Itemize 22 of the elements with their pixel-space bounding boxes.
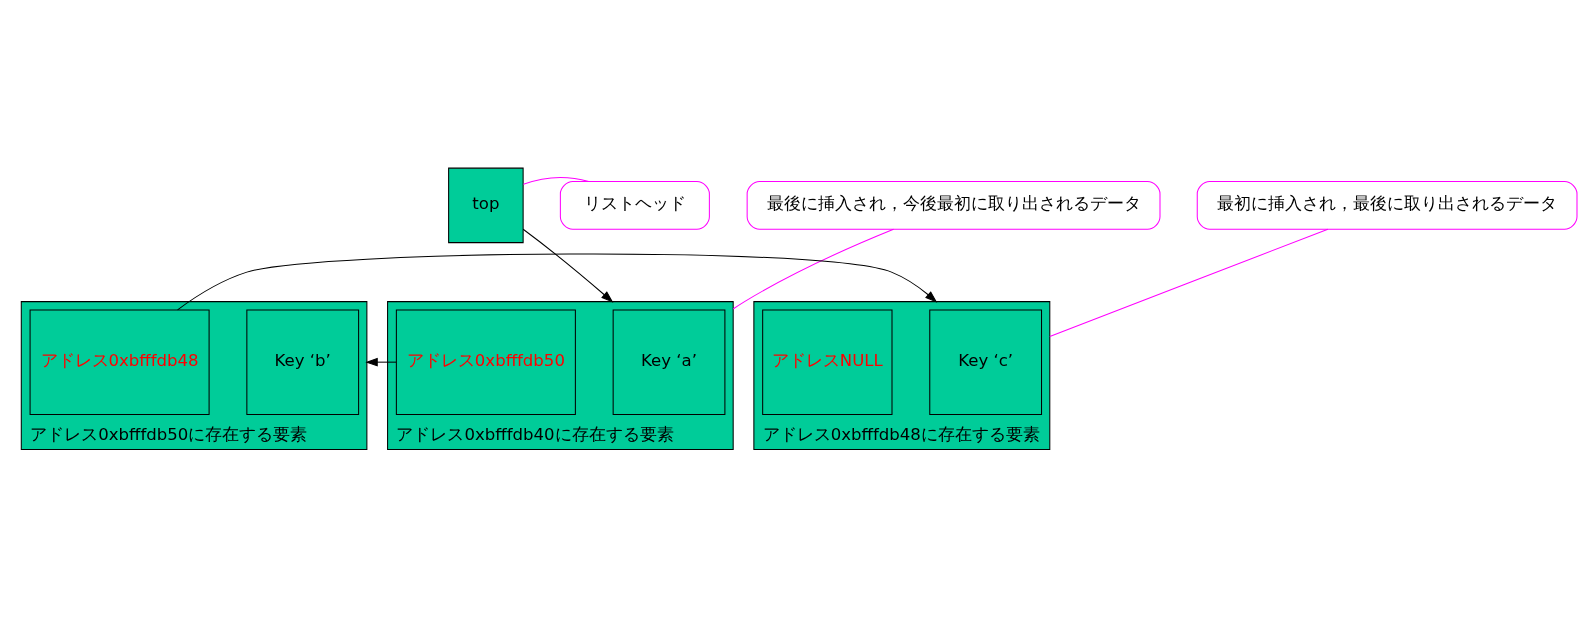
node-box: 最後に挿入され，今後最初に取り出されるデータ xyxy=(746,180,1161,230)
node-box: アドレス0xbfffdb50 xyxy=(395,308,576,415)
node-box: Key ‘b’ xyxy=(246,308,360,415)
arrow xyxy=(522,228,614,303)
node-box: 最初に挿入され，最後に取り出されるデータ xyxy=(1196,180,1578,230)
node-box: Key ‘c’ xyxy=(929,308,1043,415)
connector xyxy=(732,228,895,309)
arrow xyxy=(177,252,938,310)
arrow xyxy=(365,357,397,366)
node-box: top xyxy=(448,167,524,243)
connector xyxy=(1049,228,1329,337)
node-box: Key ‘a’ xyxy=(612,308,726,415)
node-label: アドレス0xbfffdb50に存在する要素 xyxy=(30,424,308,444)
node-box: アドレス0xbfffdb48 xyxy=(29,308,210,415)
node-label: アドレス0xbfffdb48に存在する要素 xyxy=(762,424,1040,444)
connector xyxy=(522,176,590,185)
node-box: アドレスNULL xyxy=(762,308,893,415)
cluster xyxy=(387,300,734,450)
cluster xyxy=(20,300,368,450)
node-box: リストヘッド xyxy=(559,180,710,230)
cluster xyxy=(753,300,1051,450)
node-label: アドレス0xbfffdb40に存在する要素 xyxy=(396,424,674,444)
